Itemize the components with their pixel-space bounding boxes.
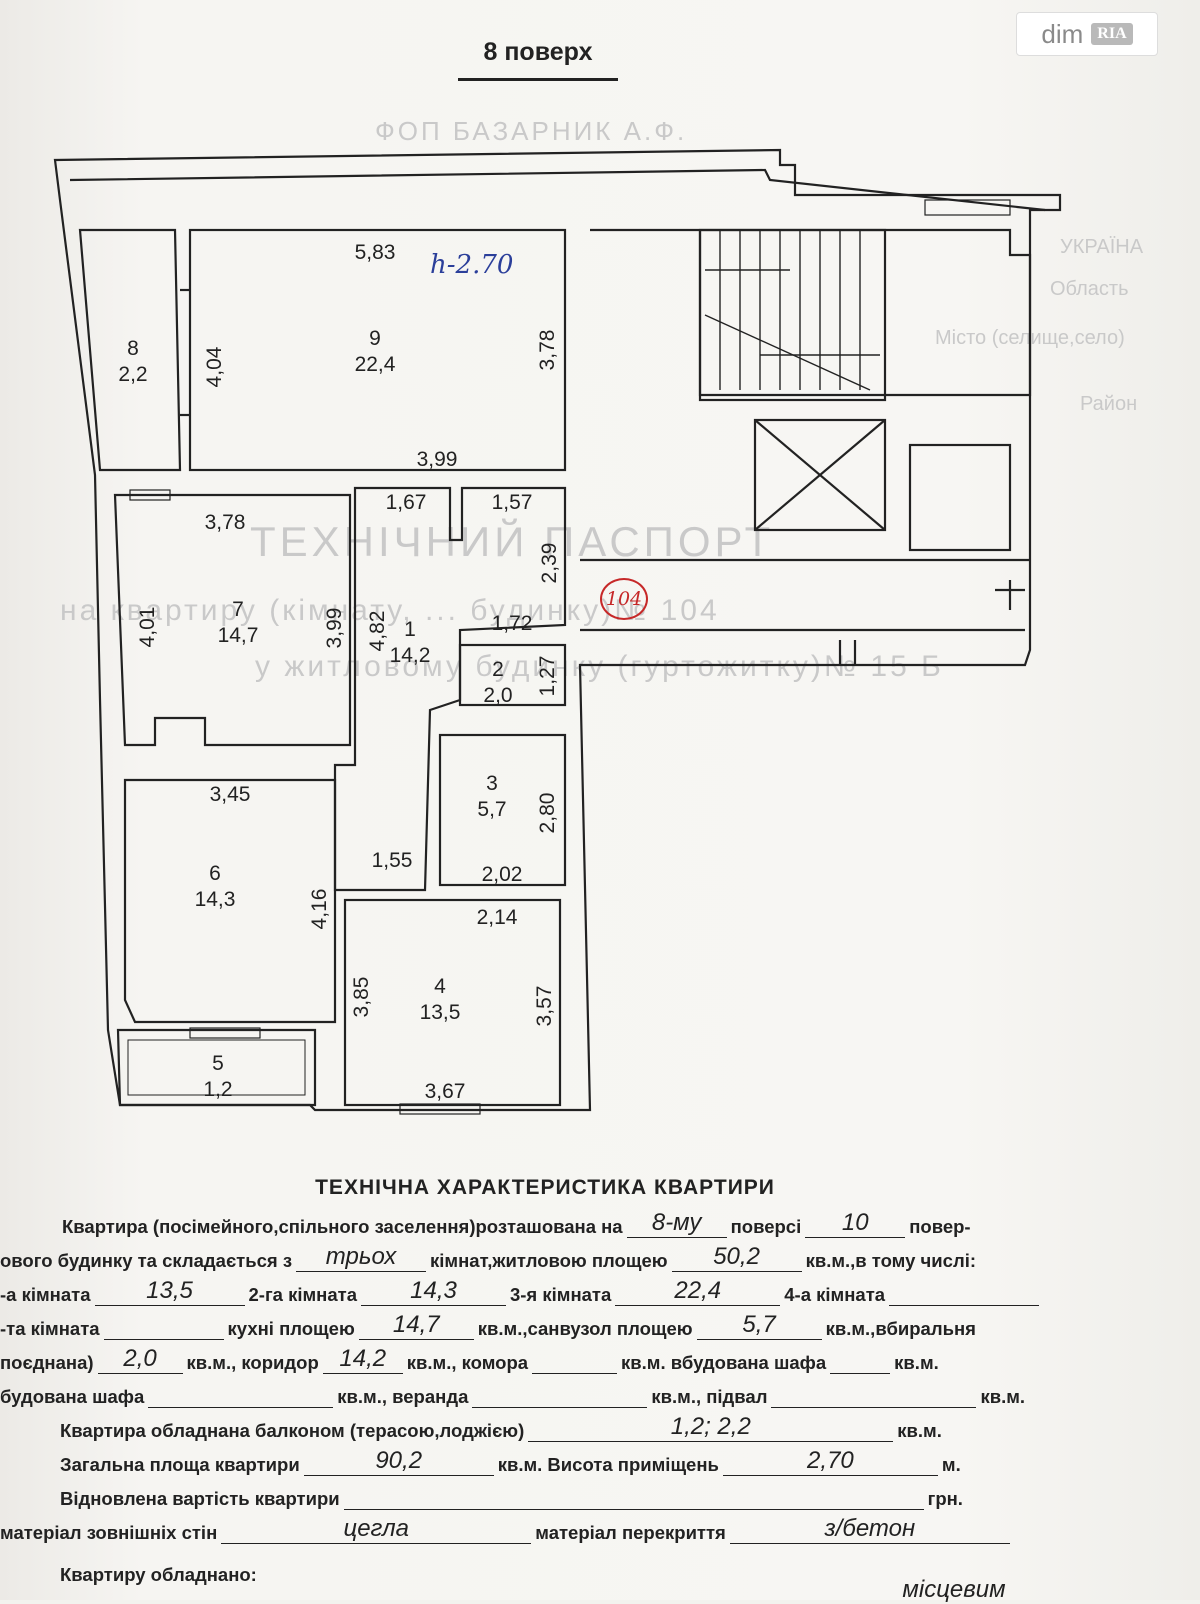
dim-label: 3,85: [350, 976, 373, 1018]
wardrobe2-value: [148, 1379, 334, 1408]
basement-value: [771, 1379, 977, 1408]
room-4-outline: [343, 898, 562, 1107]
room-8-outline: [78, 228, 182, 472]
dim-label: 1,72: [491, 612, 533, 635]
spec-line-3: -а кімната 13,5 2-га кімната 14,3 3-я кі…: [0, 1276, 1043, 1306]
dim-label: 4,82: [366, 610, 389, 652]
spec-title: ТЕХНІЧНА ХАРАКТЕРИСТИКА КВАРТИРИ: [315, 1176, 775, 1199]
watermark-brand: dim: [1041, 18, 1084, 49]
dim-label: 1,55: [371, 849, 413, 872]
dim-label: 3,99: [416, 448, 458, 471]
dim-label: 2,80: [536, 792, 559, 834]
dim-label: 2,02: [481, 863, 523, 886]
room-9-outline: [188, 228, 567, 472]
dim-label: 3,67: [424, 1080, 466, 1103]
dim-label: 4,04: [203, 346, 226, 388]
stairwell-outline: [590, 228, 1032, 397]
spec-line-6: будована шафа кв.м., веранда кв.м., підв…: [0, 1378, 1025, 1408]
corridor-outline: [333, 486, 567, 892]
spec-line-4: -та кімната кухні площею 14,7 кв.м.,санв…: [0, 1311, 976, 1340]
apartment-number-circle: 104: [600, 578, 648, 620]
ceiling-value: з/бетон: [729, 1515, 1010, 1544]
rooms-count-value: трьох: [296, 1243, 427, 1272]
room-7-outline: [113, 493, 352, 747]
living-area-value: 50,2: [671, 1243, 802, 1272]
spec-line-9: Відновлена вартість квартири грн.: [60, 1480, 963, 1510]
spec-line-10: матеріал зовнішніх стін цегла матеріал п…: [0, 1514, 1014, 1544]
dim-label: 2,14: [476, 906, 518, 929]
dim-label: 1,27: [536, 655, 559, 697]
spec-line-12: місцевим: [890, 1574, 1018, 1604]
corridor-value: 14,2: [322, 1345, 403, 1374]
wardrobe-value: [830, 1345, 891, 1374]
stair-block: [698, 228, 887, 402]
dim-label: 1,67: [385, 491, 427, 514]
outer-wall: [53, 148, 1062, 1112]
outer-wall-inner: [69, 168, 1046, 212]
room-6-outline: [123, 778, 337, 1024]
dim-label: 3,45: [209, 783, 251, 806]
dim-label: 4,01: [136, 606, 159, 648]
ghost-ukraine: УКРАЇНА: [1060, 236, 1144, 258]
elevator-shaft: [753, 418, 887, 532]
dim-ria-watermark: dim RIA: [1016, 12, 1158, 56]
height-note: h-2.70: [430, 250, 514, 280]
veranda-value: [472, 1379, 648, 1408]
storage-value: [532, 1345, 618, 1374]
toilet-value: 2,0: [97, 1345, 183, 1374]
floor-value: 8-му: [626, 1209, 727, 1238]
room2-value: 14,3: [360, 1277, 506, 1306]
dim-label: 5,83: [354, 241, 396, 264]
spec-line-11: Квартиру обладнано:: [60, 1564, 257, 1585]
floor-plan-drawing: [53, 148, 1062, 1115]
floor-title-underline: [458, 78, 618, 81]
dim-label: 3,78: [536, 329, 559, 371]
dim-label: 2,39: [538, 542, 561, 584]
dim-label: 4,16: [308, 888, 331, 930]
dim-label: 3,78: [204, 511, 246, 534]
ghost-stamp: ФОП БАЗАРНИК А.Ф.: [375, 116, 688, 146]
height-value: 2,70: [722, 1447, 938, 1476]
floor-title: 8 поверх: [483, 38, 593, 66]
spec-line-2: ового будинку та складається з трьох кім…: [0, 1243, 977, 1272]
room4-value: [889, 1277, 1040, 1306]
spec-line-7: Квартира обладнана балконом (терасою,лод…: [60, 1413, 942, 1442]
bathroom-value: 5,7: [696, 1311, 822, 1340]
balcony-5-outline: [116, 1028, 317, 1107]
room-3-outline: [438, 733, 567, 887]
spec-line-1: Квартира (посімейного,спільного заселенн…: [62, 1209, 971, 1238]
dim-label: 3,99: [323, 607, 346, 649]
room5-value: [103, 1311, 224, 1340]
room-2-outline: [458, 643, 567, 707]
room3-value: 22,4: [615, 1277, 781, 1306]
floors-total-value: 10: [805, 1209, 906, 1238]
balcony-value: 1,2; 2,2: [528, 1413, 894, 1442]
heating-value: місцевим: [902, 1576, 1006, 1603]
kitchen-value: 14,7: [358, 1311, 474, 1340]
restored-cost-value: [343, 1481, 924, 1510]
ghost-district: Район: [1080, 393, 1138, 415]
dim-label: 1,57: [491, 491, 533, 514]
spec-line-5: поєднана) 2,0 кв.м., коридор 14,2 кв.м.,…: [0, 1345, 939, 1374]
ghost-passport-title: ТЕХНІЧНИЙ ПАСПОРТ: [250, 518, 775, 565]
walls-value: цегла: [221, 1515, 532, 1544]
total-area-value: 90,2: [303, 1447, 494, 1476]
ghost-passport-line2: у житловому будинку (гуртожитку)№ 15 Б: [255, 650, 944, 683]
ghost-oblast: Область: [1050, 278, 1129, 300]
watermark-badge: RIA: [1091, 23, 1133, 45]
spec-line-8: Загальна площа квартири 90,2 кв.м. Висот…: [60, 1447, 961, 1476]
room1-value: 13,5: [94, 1277, 245, 1306]
dim-label: 3,57: [533, 985, 556, 1027]
